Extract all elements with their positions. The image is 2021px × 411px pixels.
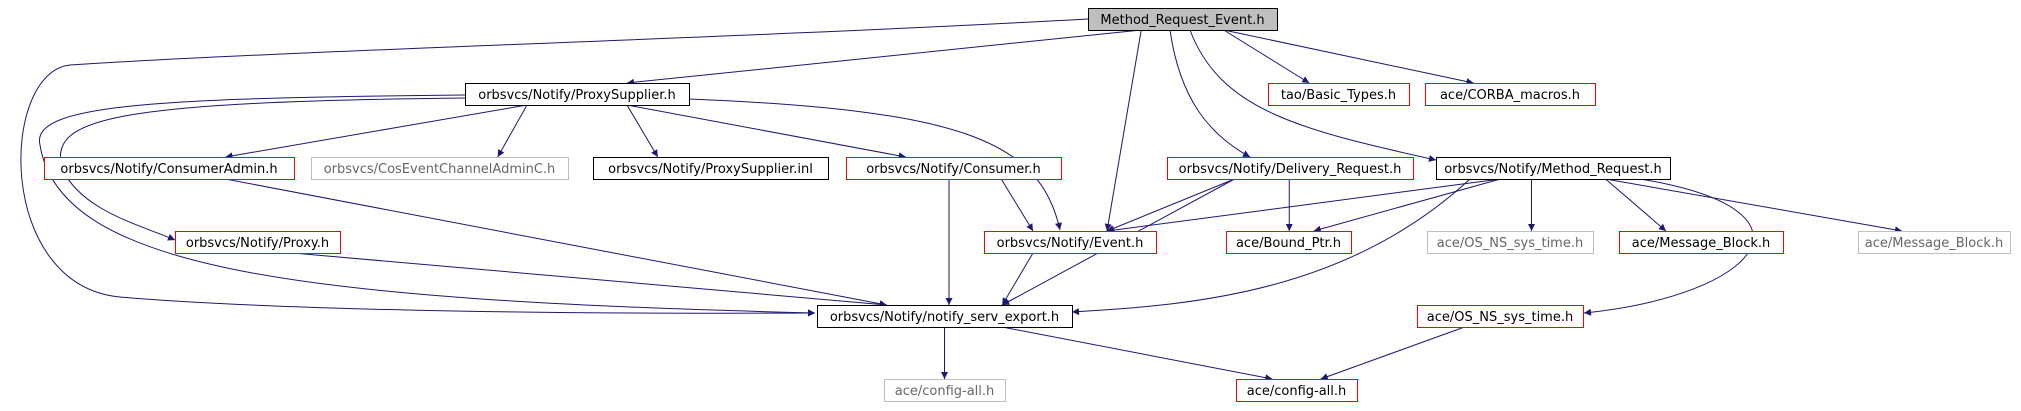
edge-consumeradmin-h-to-notify-serv-export-h: [225, 178, 887, 308]
edge-root-to-event-h: [1104, 29, 1142, 232]
edge-os-ns-sys-time-red-to-config-all-red: [1320, 326, 1465, 380]
edge-proxysupplier-h-to-proxy-h: [59, 97, 466, 241]
node-box: [1236, 379, 1358, 402]
node-label: ace/Message_Block.h: [1865, 236, 2004, 251]
node-box: [1088, 8, 1278, 31]
edge-event-h-to-notify-serv-export-h: [1001, 252, 1034, 306]
node-consumer-h[interactable]: orbsvcs/Notify/Consumer.h: [846, 157, 1062, 180]
node-coseventchanneladminc-h[interactable]: orbsvcs/CosEventChannelAdminC.h: [311, 157, 569, 180]
node-label: ace/config-all.h: [895, 384, 995, 399]
node-box: [984, 231, 1157, 254]
node-proxysupplier-h[interactable]: orbsvcs/Notify/ProxySupplier.h: [465, 83, 690, 106]
node-box: [817, 305, 1073, 328]
node-config-all-red[interactable]: ace/config-all.h: [1236, 379, 1358, 402]
node-box: [465, 83, 690, 106]
node-label: orbsvcs/Notify/Consumer.h: [866, 162, 1041, 177]
edge-root-to-tao-basic-types: [1223, 29, 1310, 84]
node-layer: Method_Request_Event.h orbsvcs/Notify/Pro…: [44, 8, 2011, 402]
node-label: ace/config-all.h: [1247, 384, 1347, 399]
node-label: orbsvcs/Notify/Event.h: [997, 236, 1144, 251]
node-label: ace/OS_NS_sys_time.h: [1437, 236, 1583, 251]
node-message-block-grey[interactable]: ace/Message_Block.h: [1858, 231, 2011, 254]
edge-proxysupplier-h-to-proxysupplier-inl: [626, 104, 659, 158]
node-root[interactable]: Method_Request_Event.h: [1088, 8, 1278, 31]
node-delivery-request-h[interactable]: orbsvcs/Notify/Delivery_Request.h: [1167, 157, 1414, 180]
node-box: [1268, 83, 1410, 106]
edge-root-to-method-request-h: [1189, 29, 1437, 162]
node-label: ace/CORBA_macros.h: [1440, 88, 1580, 103]
node-box: [175, 231, 341, 254]
node-label: orbsvcs/Notify/ProxySupplier.h: [478, 88, 675, 103]
edge-method-request-h-to-message-block-red: [1605, 178, 1667, 232]
edge-root-to-proxysupplier-h: [626, 29, 1142, 86]
edge-notify-serv-export-h-to-config-all-red: [1002, 326, 1273, 382]
node-notify-serv-export-h[interactable]: orbsvcs/Notify/notify_serv_export.h: [817, 305, 1073, 328]
node-label: orbsvcs/Notify/Proxy.h: [186, 236, 329, 251]
node-box: [1226, 231, 1352, 254]
edge-method-request-h-to-message-block-grey: [1605, 178, 1903, 234]
node-ace-corba-macros[interactable]: ace/CORBA_macros.h: [1425, 83, 1596, 106]
node-label: Method_Request_Event.h: [1100, 13, 1264, 28]
edge-proxysupplier-h-to-consumer-h: [626, 104, 906, 160]
edge-root-to-notify-serv-export-h: [20, 18, 1089, 317]
node-proxysupplier-inl[interactable]: orbsvcs/Notify/ProxySupplier.inl: [593, 157, 829, 180]
node-box: [1619, 231, 1784, 254]
node-box: [1425, 83, 1596, 106]
node-os-ns-sys-time-red[interactable]: ace/OS_NS_sys_time.h: [1417, 305, 1584, 328]
node-label: orbsvcs/Notify/Method_Request.h: [1444, 162, 1662, 177]
node-box: [593, 157, 829, 180]
edge-method-request-h-to-notify-serv-export-h: [1071, 178, 1471, 316]
edge-root-to-delivery-request-h: [1169, 29, 1251, 158]
edge-proxysupplier-h-to-consumeradmin-h: [225, 104, 528, 160]
node-bound-ptr-h[interactable]: ace/Bound_Ptr.h: [1226, 231, 1352, 254]
edge-proxysupplier-h-to-event-h: [688, 98, 1062, 231]
node-box: [44, 157, 295, 180]
node-method-request-h[interactable]: orbsvcs/Notify/Method_Request.h: [1436, 157, 1671, 180]
node-config-all-grey[interactable]: ace/config-all.h: [884, 379, 1006, 402]
node-box: [1858, 231, 2011, 254]
node-label: orbsvcs/Notify/Delivery_Request.h: [1179, 162, 1402, 177]
node-label: orbsvcs/CosEventChannelAdminC.h: [324, 162, 556, 177]
node-message-block-red[interactable]: ace/Message_Block.h: [1619, 231, 1784, 254]
edge-consumer-h-to-event-h: [1000, 178, 1034, 232]
node-box: [1167, 157, 1414, 180]
node-os-ns-sys-time-grey[interactable]: ace/OS_NS_sys_time.h: [1427, 231, 1594, 254]
node-event-h[interactable]: orbsvcs/Notify/Event.h: [984, 231, 1157, 254]
edge-proxysupplier-h-to-coseventchanneladminc-h: [497, 104, 528, 158]
node-label: orbsvcs/Notify/ConsumerAdmin.h: [60, 162, 277, 177]
node-label: tao/Basic_Types.h: [1281, 88, 1396, 103]
node-label: orbsvcs/Notify/ProxySupplier.inl: [608, 162, 813, 177]
node-consumeradmin-h[interactable]: orbsvcs/Notify/ConsumerAdmin.h: [44, 157, 295, 180]
node-label: ace/OS_NS_sys_time.h: [1427, 310, 1573, 325]
edge-delivery-request-h-to-event-h: [1106, 178, 1235, 232]
node-box: [846, 157, 1062, 180]
edge-proxysupplier-h-to-notify-serv-export-h: [38, 94, 816, 317]
edge-proxy-h-to-notify-serv-export-h: [292, 252, 887, 308]
node-tao-basic-types[interactable]: tao/Basic_Types.h: [1268, 83, 1410, 106]
edge-root-to-ace-corba-macros: [1223, 29, 1474, 85]
edge-method-request-h-to-event-h: [1106, 178, 1501, 234]
node-box: [311, 157, 569, 180]
node-box: [1417, 305, 1584, 328]
node-label: orbsvcs/Notify/notify_serv_export.h: [830, 310, 1059, 325]
node-label: ace/Bound_Ptr.h: [1236, 236, 1341, 251]
node-box: [884, 379, 1006, 402]
node-box: [1436, 157, 1671, 180]
node-box: [1427, 231, 1594, 254]
edge-method-request-h-to-bound-ptr-h: [1313, 178, 1501, 233]
node-proxy-h[interactable]: orbsvcs/Notify/Proxy.h: [175, 231, 341, 254]
node-label: ace/Message_Block.h: [1632, 236, 1771, 251]
